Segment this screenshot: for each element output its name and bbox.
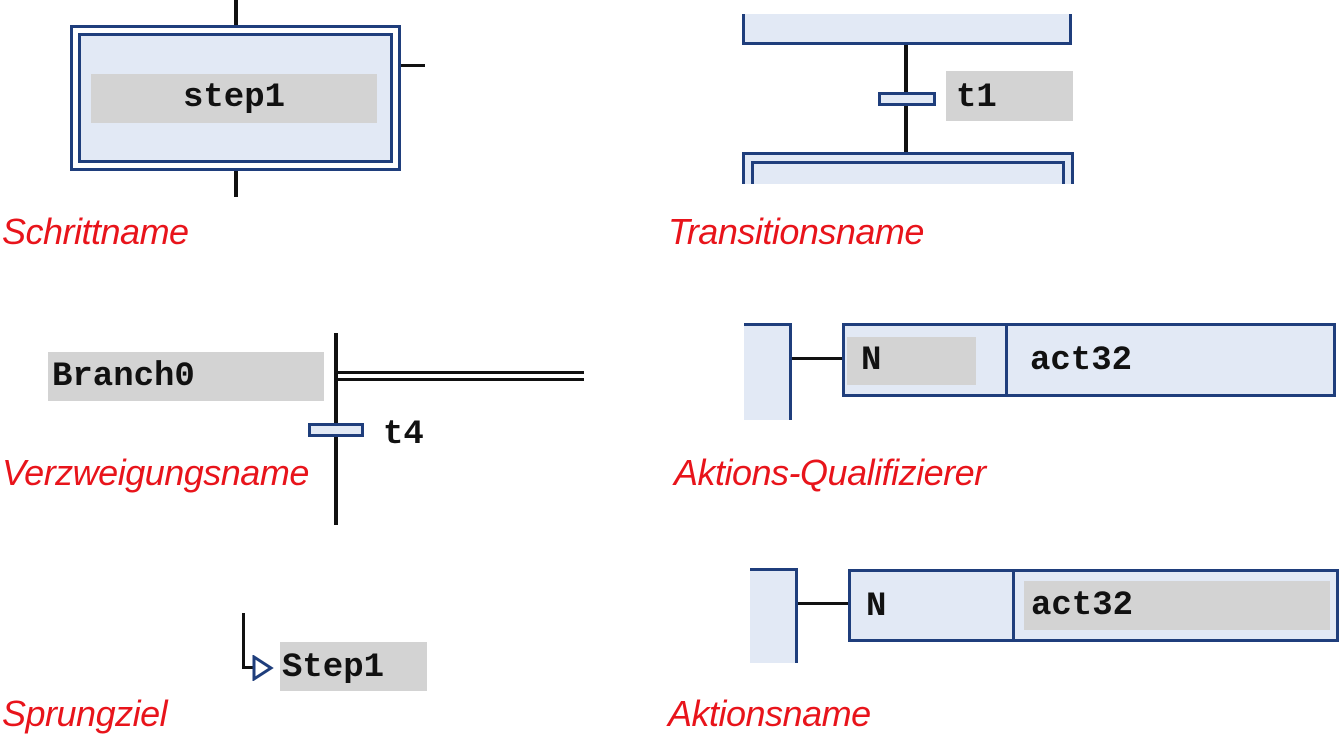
branch-double-line-bottom <box>338 378 584 381</box>
aq-step-fill <box>744 324 792 420</box>
step-action-connector <box>401 64 425 67</box>
jump-caption: Sprungziel <box>2 693 168 734</box>
branch-double-line-top <box>338 371 584 374</box>
transition-lower-step-top <box>742 152 1074 155</box>
an-step-top <box>750 568 798 571</box>
step-name-highlight <box>91 74 377 123</box>
transition-caption: Transitionsname <box>668 211 924 252</box>
an-caption: Aktionsname <box>668 693 871 734</box>
step-name: step1 <box>182 79 286 117</box>
transition-upper-step-fill <box>744 14 1072 44</box>
aq-qualifier-highlight <box>847 337 976 385</box>
transition-lower-step-left-outer <box>742 152 745 184</box>
aq-qualifier: N <box>861 342 882 380</box>
transition-upper-step-left <box>742 14 745 45</box>
an-action-name: act32 <box>1031 587 1134 625</box>
an-connector <box>798 602 850 605</box>
transition-connector-bottom <box>904 106 908 154</box>
an-action-divider <box>1012 569 1015 642</box>
transition-lower-step-left-inner <box>751 161 754 184</box>
transition-bar <box>878 92 936 106</box>
transition-lower-step-inner-top <box>751 161 1065 164</box>
transition-name: t1 <box>956 79 997 117</box>
jump-horizontal-line <box>242 666 254 669</box>
transition-lower-step-fill <box>743 153 1073 184</box>
step-top-connector <box>234 0 238 28</box>
aq-caption: Aktions-Qualifizierer <box>674 452 986 493</box>
an-action-highlight <box>1024 581 1330 630</box>
transition-lower-step-right-outer <box>1071 152 1074 184</box>
jump-target-highlight <box>280 642 427 691</box>
transition-lower-step-right-inner <box>1062 161 1065 184</box>
an-qualifier: N <box>866 588 887 626</box>
transition-name-highlight <box>946 71 1073 121</box>
branch-caption: Verzweigungsname <box>2 452 309 493</box>
branch-name-highlight <box>48 352 324 401</box>
jump-vertical-line <box>242 613 245 669</box>
an-step-right <box>795 568 798 663</box>
transition-upper-step-bottom <box>742 42 1072 45</box>
step-caption: Schrittname <box>2 211 189 252</box>
transition-connector-top <box>904 45 908 93</box>
aq-step-right <box>789 323 792 420</box>
step-bottom-connector <box>234 171 238 197</box>
branch-transition-name: t4 <box>383 416 424 454</box>
aq-action-name: act32 <box>1030 342 1133 380</box>
branch-transition-bar <box>308 423 364 437</box>
branch-name: Branch0 <box>52 358 195 396</box>
transition-upper-step-right <box>1069 14 1072 45</box>
aq-step-top <box>744 323 792 326</box>
jump-target-name: Step1 <box>282 649 385 687</box>
an-step-fill <box>750 569 796 663</box>
aq-action-divider <box>1005 323 1008 397</box>
aq-connector <box>792 357 844 360</box>
step-outer-box <box>70 25 401 171</box>
jump-arrow-icon <box>252 655 274 681</box>
